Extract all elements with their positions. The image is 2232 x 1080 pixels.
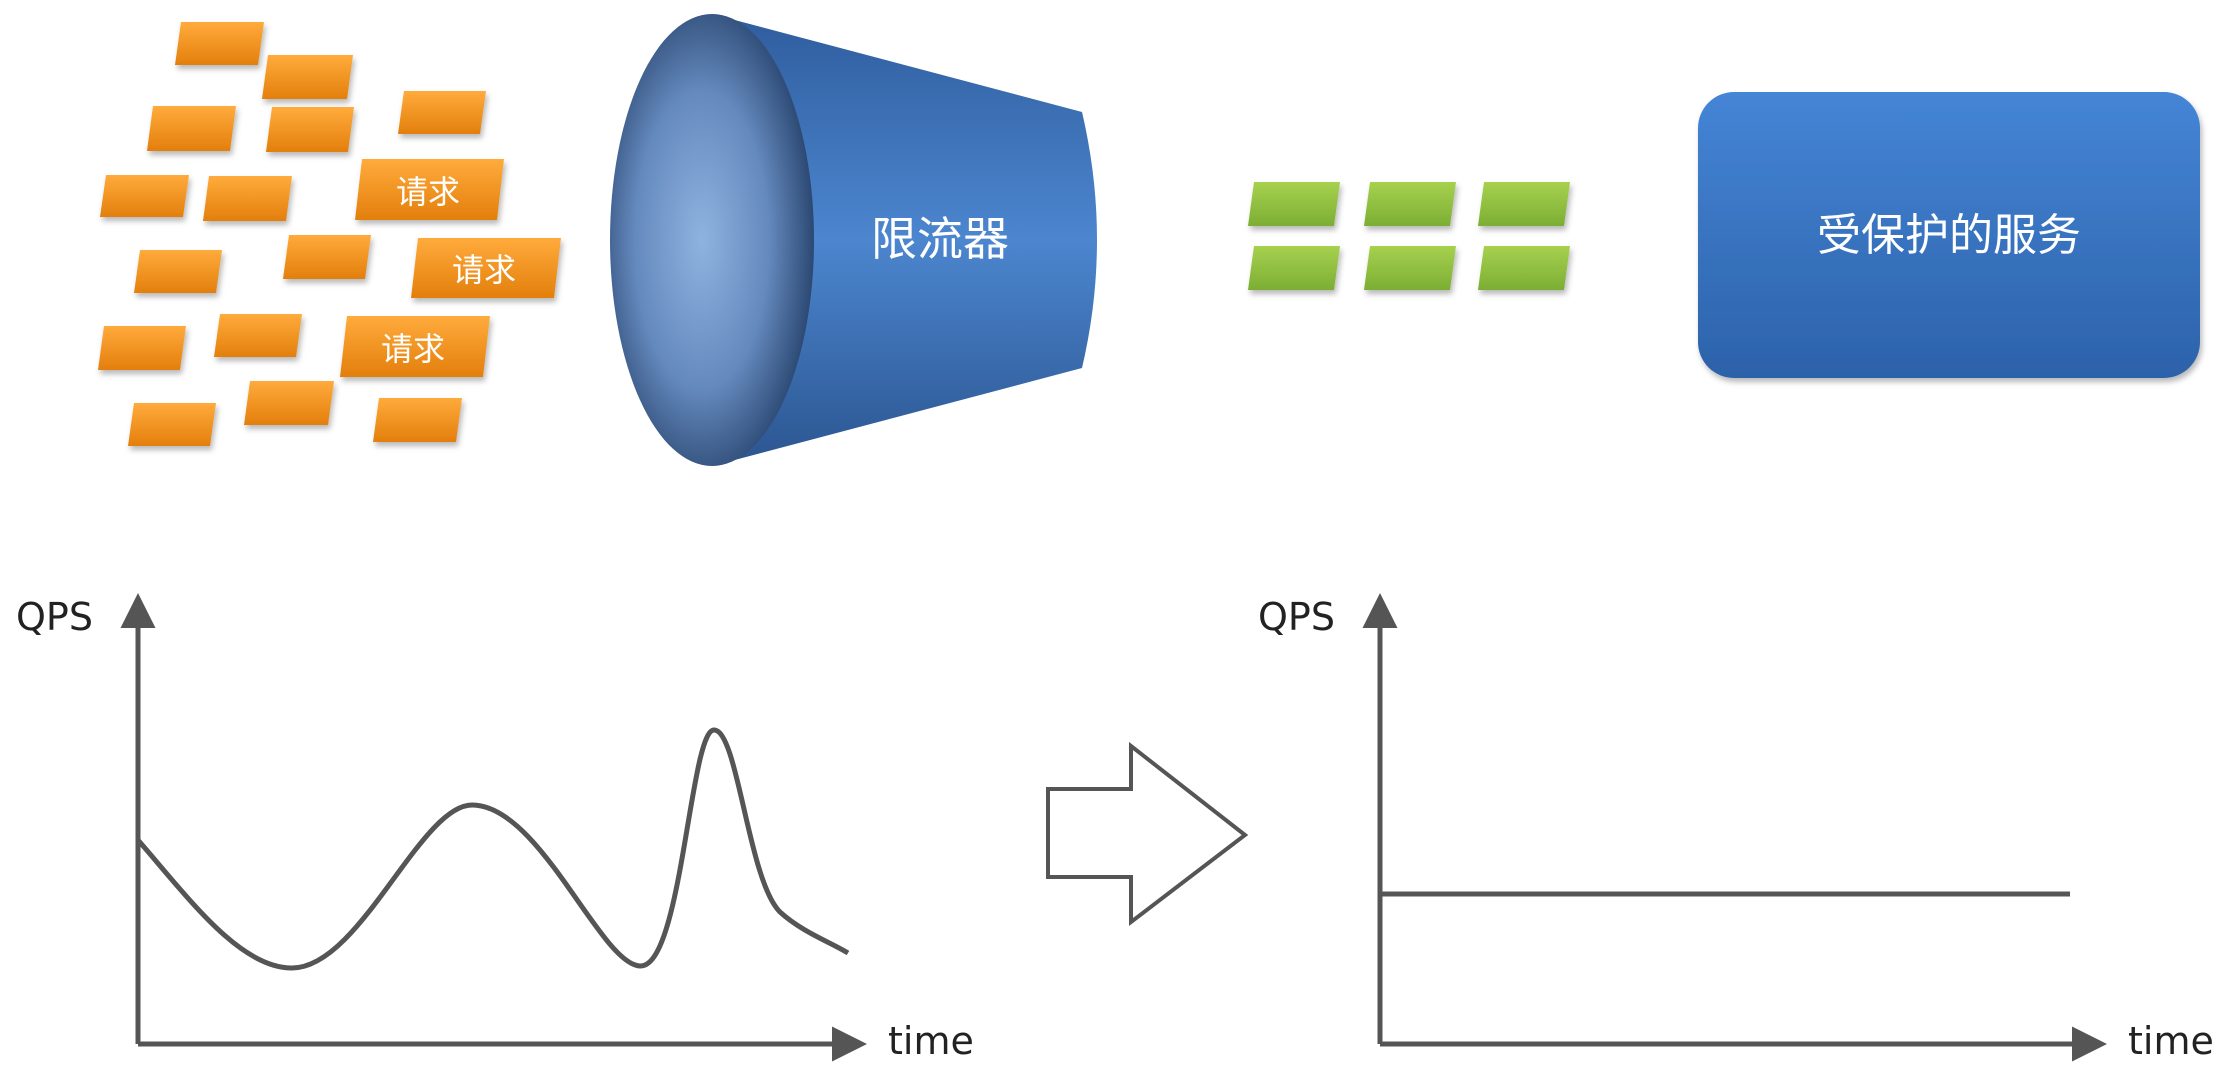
request-block xyxy=(98,326,186,370)
rate-limiter-funnel: 限流器 xyxy=(610,14,1097,466)
passed-block xyxy=(1248,246,1340,290)
service-box xyxy=(1698,92,2200,378)
service-label: 受保护的服务 xyxy=(1817,210,2081,261)
y-axis-label: QPS xyxy=(16,595,93,639)
request-block xyxy=(244,381,334,425)
request-block xyxy=(266,107,354,152)
passed-block xyxy=(1364,182,1456,226)
request-block-labeled xyxy=(355,159,504,220)
limiter-label: 限流器 xyxy=(871,212,1009,266)
passed-block xyxy=(1364,246,1456,290)
incoming-requests xyxy=(98,22,561,446)
request-block xyxy=(398,91,486,134)
request-block xyxy=(214,314,302,357)
request-label: 请求 xyxy=(396,173,460,211)
request-block xyxy=(100,175,189,217)
request-block xyxy=(175,22,264,65)
funnel-mouth xyxy=(610,14,814,466)
request-label: 请求 xyxy=(452,251,516,289)
request-label: 请求 xyxy=(381,330,445,368)
request-block xyxy=(262,55,353,99)
chart-after: QPS time xyxy=(1258,593,2214,1063)
passed-requests xyxy=(1248,182,1570,290)
request-block xyxy=(203,176,292,221)
x-axis-label: time xyxy=(888,1019,974,1063)
x-axis-label: time xyxy=(2128,1019,2214,1063)
request-block-labeled xyxy=(411,238,561,298)
y-axis-label: QPS xyxy=(1258,595,1335,639)
qps-fluctuating-line xyxy=(136,727,850,971)
funnel-body xyxy=(712,14,1097,466)
transition-arrow xyxy=(1046,741,1249,927)
passed-block xyxy=(1248,182,1340,226)
hollow-right-arrow-icon xyxy=(1046,741,1249,927)
chart-before: QPS time xyxy=(16,593,974,1063)
request-block xyxy=(134,250,222,293)
passed-block xyxy=(1478,182,1570,226)
protected-service xyxy=(1698,92,2200,378)
passed-block xyxy=(1478,246,1570,290)
request-block xyxy=(373,398,462,442)
request-block-labeled xyxy=(340,316,490,377)
request-block xyxy=(283,235,371,279)
request-block xyxy=(147,106,236,151)
request-block xyxy=(128,403,216,446)
